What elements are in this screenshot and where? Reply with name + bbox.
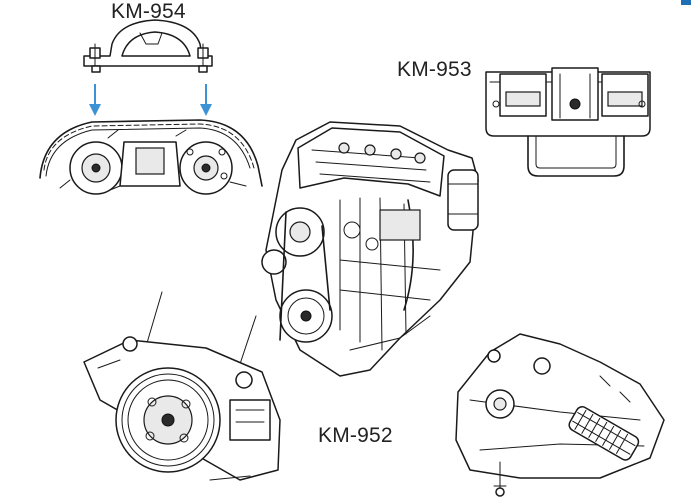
- km-953-tool-drawing: [485, 67, 651, 177]
- label-km-953: KM-953: [397, 58, 472, 81]
- km-952-tool-drawing: [455, 333, 665, 497]
- down-arrow-icon: [200, 84, 212, 116]
- corner-tab: [681, 0, 691, 5]
- km-954-tool-drawing: [83, 19, 213, 73]
- down-arrow-icon: [89, 84, 101, 116]
- engine-drawing: [261, 121, 479, 377]
- label-km-954: KM-954: [111, 0, 186, 23]
- label-km-952: KM-952: [318, 424, 393, 447]
- timing-chain-drawing: [39, 119, 263, 195]
- crank-pulley-drawing: [83, 291, 281, 481]
